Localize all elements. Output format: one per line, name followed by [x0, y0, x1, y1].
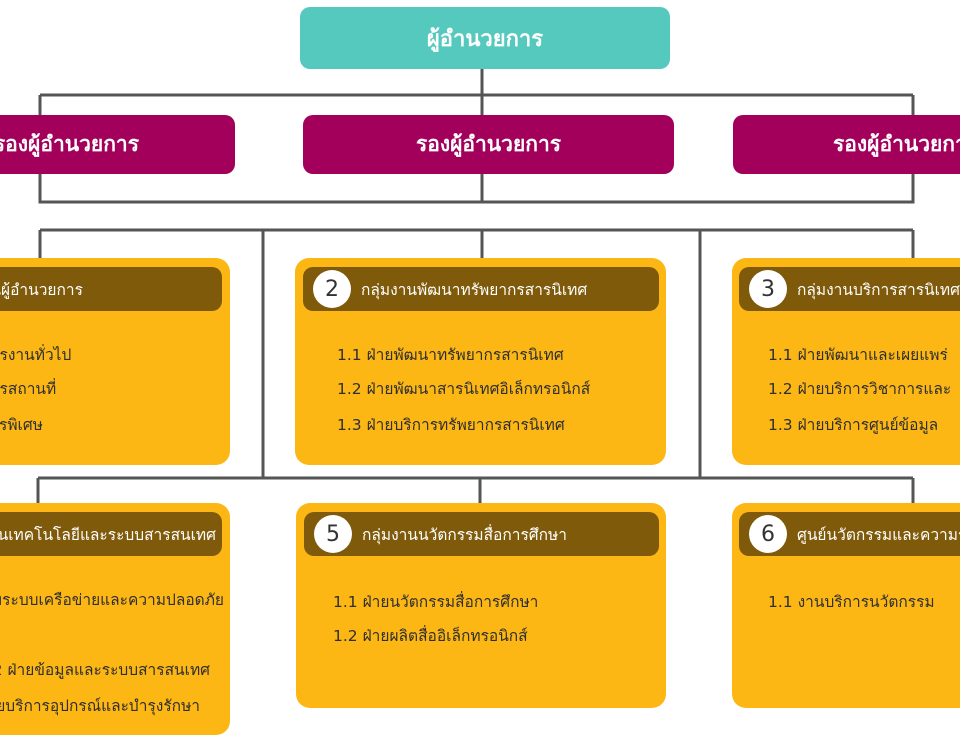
group-title: ศูนย์นวัตกรรมและความรู้ [797, 525, 960, 544]
deputy-box-right: รองผู้อำนวยการ [733, 115, 960, 174]
list-item: 1.1 ฝ่ายพัฒนาทรัพยากรสารนิเทศ [337, 346, 564, 364]
connector-deputy-left-bottom [38, 172, 482, 204]
deputy-label: รองผู้อำนวยการ [833, 132, 960, 156]
list-item: 1.1 งานบริการนวัตกรรม [768, 593, 935, 611]
deputy-box-left: รองผู้อำนวยการ [0, 115, 235, 174]
director-label: ผู้อำนวยการ [426, 26, 544, 52]
group-header: 5 กลุ่มงานนวัตกรรมสื่อการศึกษา [304, 512, 659, 556]
deputy-label: รองผู้อำนวยการ [415, 132, 562, 156]
group-header: 3 กลุ่มงานบริการสารนิเทศ [739, 267, 960, 311]
group-title: สำนักงานผู้อำนวยการ [0, 280, 83, 299]
director-box: ผู้อำนวยการ [300, 7, 670, 69]
group-title: กลุ่มงานเทคโนโลยีและระบบสารสนเทศ [0, 525, 216, 544]
group-box-6: 6 ศูนย์นวัตกรรมและความรู้ 1.1 งานบริการน… [732, 503, 960, 708]
group-number-badge: 5 [314, 515, 352, 553]
list-item: 1.3 ฝ่ายบริการศูนย์ข้อมูล [768, 416, 939, 434]
group-number-badge: 2 [313, 270, 351, 308]
group-number-badge: 6 [749, 515, 787, 553]
group-box-2: 2 กลุ่มงานพัฒนาทรัพยากรสารนิเทศ 1.1 ฝ่าย… [295, 258, 666, 465]
group-title: กลุ่มงานนวัตกรรมสื่อการศึกษา [362, 525, 567, 544]
deputy-box-middle: รองผู้อำนวยการ [303, 115, 674, 174]
group-box-4: กลุ่มงานเทคโนโลยีและระบบสารสนเทศ 1.1 ฝ่า… [0, 503, 230, 735]
list-item: 1.2 ฝ่ายบริการวิชาการและ [768, 380, 952, 398]
list-item: 1.1 ฝ่ายนวัตกรรมสื่อการศึกษา [333, 593, 539, 611]
connector-deputy-right-bottom [482, 172, 915, 204]
list-item: 1.2 ฝ่ายข้อมูลและระบบสารสนเทศ [0, 661, 210, 679]
list-item: 1.2 ฝ่ายบริหารสถานที่ [0, 380, 57, 398]
group-header: สำนักงานผู้อำนวยการ [0, 267, 222, 311]
deputy-label: รองผู้อำนวยการ [0, 132, 139, 156]
list-item: 1.3 ฝ่ายกิจการพิเศษ [0, 416, 43, 434]
group-box-3: 3 กลุ่มงานบริการสารนิเทศ 1.1 ฝ่ายพัฒนาแล… [732, 258, 960, 465]
group-title: กลุ่มงานบริการสารนิเทศ [797, 280, 960, 299]
group-number-badge: 3 [749, 270, 787, 308]
list-item: 1.2 ฝ่ายผลิตสื่ออิเล็กทรอนิกส์ [333, 627, 528, 645]
group-title: กลุ่มงานพัฒนาทรัพยากรสารนิเทศ [361, 280, 588, 299]
list-item: 1.2 ฝ่ายพัฒนาสารนิเทศอิเล็กทรอนิกส์ [337, 380, 591, 398]
list-item: 1.1 ฝ่ายบริหารงานทั่วไป [0, 346, 72, 364]
group-box-1: สำนักงานผู้อำนวยการ 1.1 ฝ่ายบริหารงานทั่… [0, 258, 230, 465]
list-item: 1.3 ฝ่ายบริการอุปกรณ์และบำรุงรักษา [0, 697, 200, 715]
group-header: กลุ่มงานเทคโนโลยีและระบบสารสนเทศ [0, 512, 222, 556]
group-header: 2 กลุ่มงานพัฒนาทรัพยากรสารนิเทศ [303, 267, 659, 311]
list-item: 1.3 ฝ่ายบริการทรัพยากรสารนิเทศ [337, 416, 565, 434]
list-item: 1.1 ฝ่ายพัฒนาและเผยแพร่ [768, 346, 948, 364]
group-header: 6 ศูนย์นวัตกรรมและความรู้ [739, 512, 960, 556]
group-box-5: 5 กลุ่มงานนวัตกรรมสื่อการศึกษา 1.1 ฝ่ายน… [296, 503, 666, 708]
list-item: 1.1 ฝ่ายระบบเครือข่ายและความปลอดภัย [0, 591, 224, 609]
